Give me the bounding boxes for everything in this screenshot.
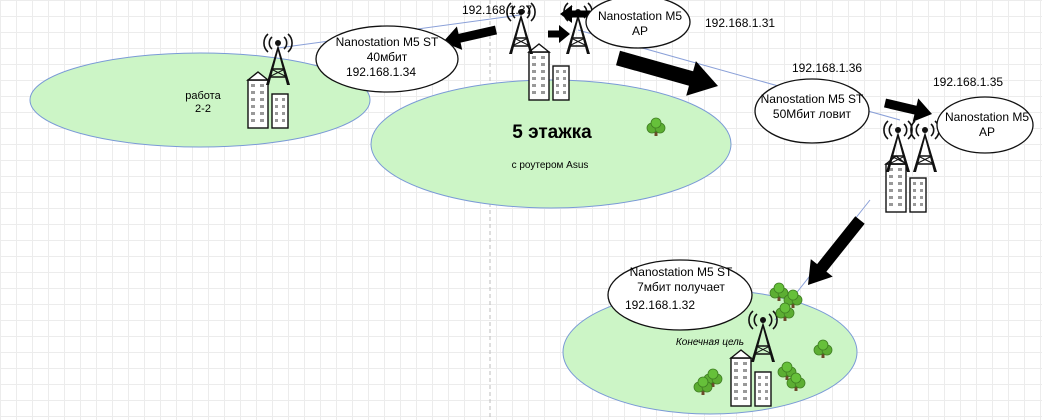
zone-rabota-number: 2-2: [195, 103, 211, 115]
zone-five-title: 5 этажка: [512, 122, 592, 143]
zone-rabota-label: работа: [185, 90, 221, 102]
ap-right-name: Nanostation M5: [945, 110, 1029, 124]
arrow-to-st40: [443, 25, 497, 50]
bubble-st50: [754, 78, 870, 144]
bubble-st7: [607, 259, 753, 331]
st40-ip: 192.168.1.34: [346, 65, 416, 79]
st50-speed: 50Мбит ловит: [773, 107, 852, 121]
arrows: [443, 5, 932, 285]
ap-top-mode: AP: [632, 24, 648, 38]
zone-five-storey: [370, 79, 732, 209]
ip-st50: 192.168.1.36: [792, 61, 862, 75]
arrow-to-ap-top: [560, 5, 590, 23]
bubble-ap-top: [585, 0, 691, 49]
ip-ap-top: 192.168.1.31: [705, 16, 775, 30]
st40-name: Nanostation M5 ST: [336, 35, 439, 49]
st7-ip: 192.168.1.32: [625, 298, 695, 312]
buildings-center-icon: [528, 43, 570, 101]
zone-target-label: Конечная цель: [676, 337, 744, 348]
st40-speed: 40мбит: [367, 50, 408, 64]
arrow-to-st50: [616, 50, 718, 96]
ip-top: 192.168.1.37: [462, 3, 532, 17]
antenna-right-right-icon: [910, 120, 940, 173]
ap-right-mode: AP: [979, 125, 995, 139]
arrow-to-ap-right: [884, 98, 932, 122]
st7-speed: 7мбит получает: [637, 280, 725, 294]
st7-name: Nanostation M5 ST: [630, 265, 733, 279]
arrow-into-top: [548, 25, 570, 43]
bubble-st40: [315, 25, 459, 93]
ap-top-name: Nanostation M5: [598, 9, 682, 23]
bubble-ap-right: [936, 96, 1034, 154]
zone-five-subtitle: с роутером Asus: [512, 160, 589, 171]
arrow-to-target: [808, 216, 865, 285]
ip-ap-right: 192.168.1.35: [933, 75, 1003, 89]
st50-name: Nanostation M5 ST: [761, 92, 864, 106]
